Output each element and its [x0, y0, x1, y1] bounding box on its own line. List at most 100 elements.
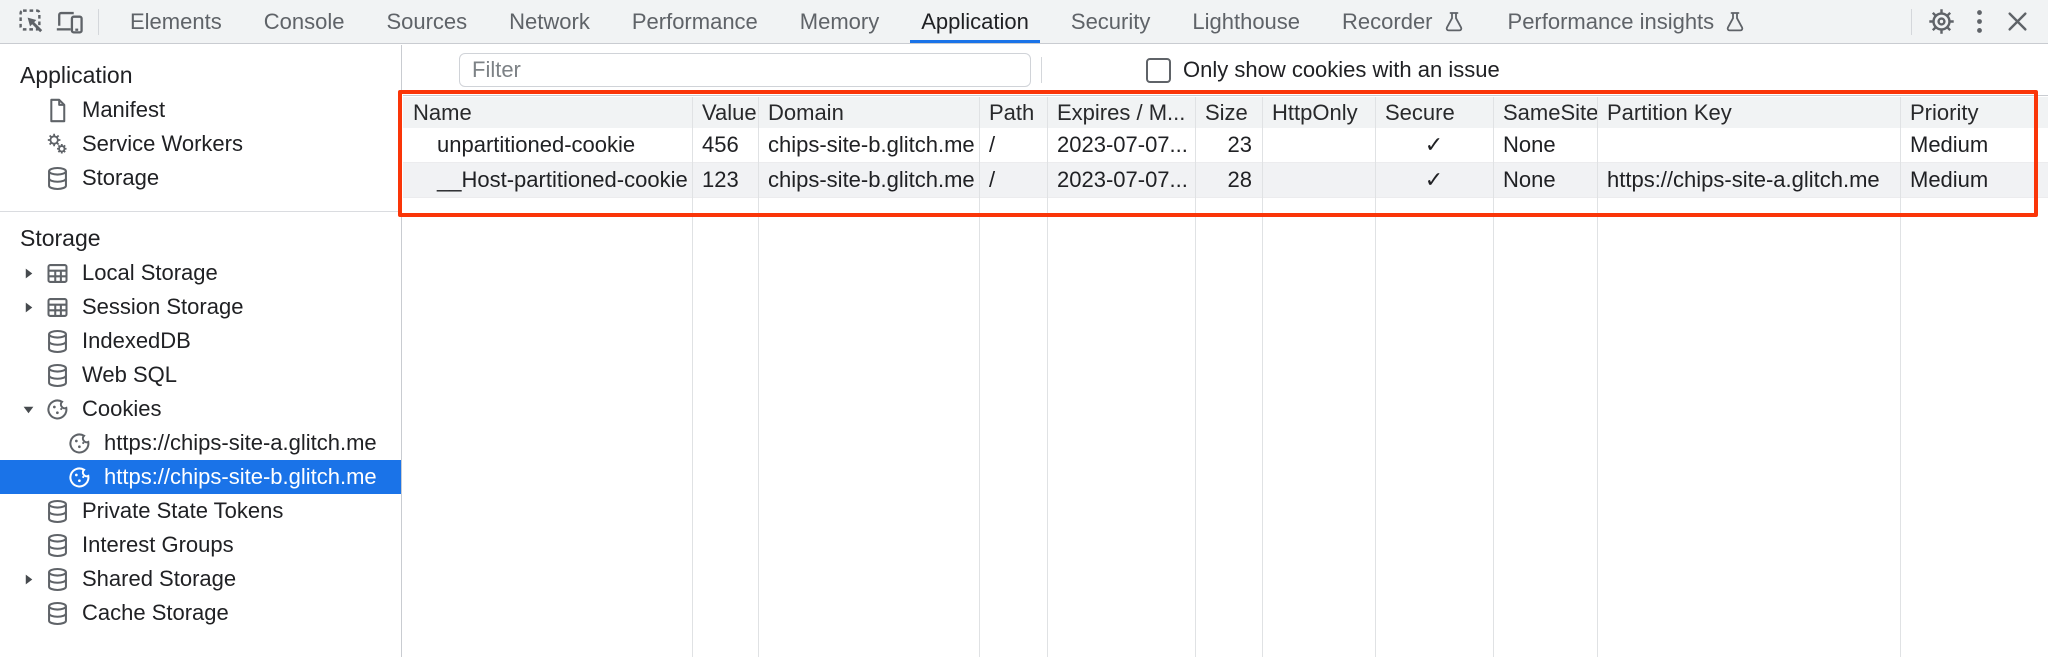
service-worker-icon: [44, 131, 71, 158]
sidebar-item-cookies[interactable]: Cookies: [0, 392, 401, 426]
cell-httponly: [1262, 128, 1375, 162]
sidebar-item-label: https://chips-site-b.glitch.me: [104, 464, 377, 489]
section-title: Storage: [20, 225, 101, 251]
tab-performance-insights[interactable]: Performance insights: [1487, 0, 1769, 43]
tab-elements[interactable]: Elements: [109, 0, 243, 43]
table-icon: [44, 294, 71, 321]
database-icon: [44, 600, 71, 627]
refresh-icon[interactable]: [415, 51, 453, 89]
sidebar-item-local-storage[interactable]: Local Storage: [0, 256, 401, 290]
sidebar-item-https-chips-site-a-glitch-me[interactable]: https://chips-site-a.glitch.me: [0, 426, 401, 460]
column-header-priority[interactable]: Priority: [1910, 100, 1979, 125]
sidebar-item-label: Cookies: [82, 396, 162, 421]
clear-search-icon[interactable]: [1096, 51, 1134, 89]
sidebar-item-interest-groups[interactable]: Interest Groups: [0, 528, 401, 562]
column-header-size[interactable]: Size: [1205, 100, 1248, 125]
column-header-name[interactable]: Name: [413, 100, 472, 125]
column-header-samesite[interactable]: SameSite: [1503, 100, 1597, 125]
sidebar-item-label: Storage: [82, 165, 160, 190]
cell-size: 23: [1227, 132, 1252, 157]
column-header-partition-key[interactable]: Partition Key: [1607, 100, 1732, 125]
sidebar-item-label: Shared Storage: [82, 566, 237, 591]
tab-application[interactable]: Application: [900, 0, 1050, 43]
column-header-expires-m[interactable]: Expires / M...: [1057, 100, 1186, 125]
inspect-icon[interactable]: [12, 3, 50, 41]
sidebar-item-service-workers[interactable]: Service Workers: [0, 127, 401, 161]
chevron-down-icon[interactable]: [22, 403, 44, 416]
sidebar-item-shared-storage[interactable]: Shared Storage: [0, 562, 401, 596]
tab-memory[interactable]: Memory: [779, 0, 900, 43]
sidebar-item-web-sql[interactable]: Web SQL: [0, 358, 401, 392]
more-options-icon[interactable]: [1960, 3, 1998, 41]
cookie-icon: [44, 396, 71, 423]
tab-label: Elements: [130, 8, 222, 34]
tab-label: Memory: [799, 8, 880, 34]
settings-icon[interactable]: [1922, 3, 1960, 41]
column-header-path[interactable]: Path: [989, 100, 1035, 125]
chevron-right-icon[interactable]: [22, 267, 44, 280]
column-header-value[interactable]: Value: [702, 100, 757, 125]
only-issue-cookies-checkbox[interactable]: [1146, 57, 1171, 83]
cell-httponly: [1262, 163, 1375, 197]
sidebar-item-storage[interactable]: Storage: [0, 161, 401, 195]
cell-samesite: None: [1503, 132, 1556, 157]
sidebar-item-manifest[interactable]: Manifest: [0, 93, 401, 127]
cell-expires-m: 2023-07-07...: [1057, 167, 1188, 192]
sidebar-item-https-chips-site-b-glitch-me[interactable]: https://chips-site-b.glitch.me: [0, 460, 401, 494]
experiment-flask-icon: [1442, 10, 1466, 34]
cell-secure: ✓: [1424, 132, 1444, 157]
filter-input[interactable]: [459, 53, 1031, 87]
database-icon: [44, 498, 71, 525]
cell-domain: chips-site-b.glitch.me: [768, 132, 975, 157]
section-title: Application: [20, 62, 133, 88]
column-header-domain[interactable]: Domain: [768, 100, 844, 125]
toolbar-divider: [1911, 8, 1912, 35]
cell-partition-key: [1597, 128, 1900, 162]
database-icon: [44, 362, 71, 389]
experiment-flask-icon: [1723, 10, 1747, 34]
close-devtools-icon[interactable]: [1998, 3, 2036, 41]
sidebar-item-cache-storage[interactable]: Cache Storage: [0, 596, 401, 630]
cookie-icon: [66, 464, 93, 491]
cell-priority: Medium: [1910, 167, 1989, 192]
cell-size: 28: [1227, 167, 1252, 192]
cookies-panel: Only show cookies with an issue Name Valu…: [403, 45, 2048, 657]
cell-domain: chips-site-b.glitch.me: [768, 167, 975, 192]
cookies-toolbar: Only show cookies with an issue: [403, 45, 2048, 96]
cell-expires-m: 2023-07-07...: [1057, 132, 1188, 157]
cell-priority: Medium: [1910, 132, 1989, 157]
tab-label: Security: [1070, 8, 1151, 34]
sidebar-item-session-storage[interactable]: Session Storage: [0, 290, 401, 324]
clear-filter-icon[interactable]: [1052, 51, 1090, 89]
tab-lighthouse[interactable]: Lighthouse: [1171, 0, 1321, 43]
device-toolbar-icon[interactable]: [50, 3, 88, 41]
chevron-right-icon[interactable]: [22, 301, 44, 314]
tab-recorder[interactable]: Recorder: [1321, 0, 1486, 43]
tab-label: Console: [263, 8, 345, 34]
tab-console[interactable]: Console: [243, 0, 366, 43]
tab-sources[interactable]: Sources: [365, 0, 488, 43]
cell-secure: ✓: [1424, 167, 1444, 192]
tab-security[interactable]: Security: [1050, 0, 1171, 43]
tab-performance[interactable]: Performance: [611, 0, 779, 43]
column-header-httponly[interactable]: HttpOnly: [1272, 100, 1358, 125]
sidebar-item-label: Cache Storage: [82, 600, 229, 625]
tab-label: Lighthouse: [1192, 8, 1301, 34]
column-header-secure[interactable]: Secure: [1385, 100, 1455, 125]
only-issue-cookies-label: Only show cookies with an issue: [1183, 57, 1500, 82]
chevron-right-icon[interactable]: [22, 573, 44, 586]
sidebar-item-private-state-tokens[interactable]: Private State Tokens: [0, 494, 401, 528]
sidebar-item-label: Service Workers: [82, 131, 243, 156]
tab-label: Sources: [386, 8, 468, 34]
tab-network[interactable]: Network: [488, 0, 611, 43]
sidebar-item-indexeddb[interactable]: IndexedDB: [0, 324, 401, 358]
tab-label: Performance insights: [1507, 8, 1715, 34]
cell-samesite: None: [1503, 167, 1556, 192]
cell-path: /: [989, 132, 996, 157]
